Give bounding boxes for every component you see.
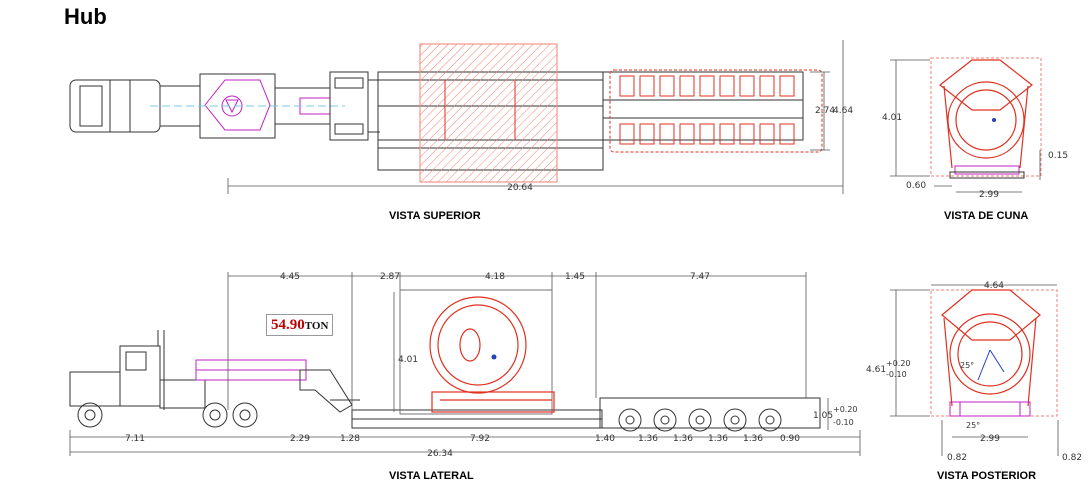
rear-dim-height-tol-plus: +0.20 [886, 359, 911, 368]
side-view: 4.45 2.87 4.18 1.45 7.47 4.01 1.05 +0.20… [69, 272, 861, 459]
top-cargo-pieces [609, 69, 823, 153]
side-dim-lower-9: 1.36 [743, 434, 763, 444]
label-side-view: VISTA LATERAL [389, 470, 474, 482]
rear-dim-right-offset: 0.82 [1062, 453, 1082, 463]
side-dim-lower-5: 1.40 [595, 434, 615, 444]
side-dim-upper-4: 1.45 [565, 272, 585, 282]
side-cargo-hub [399, 289, 555, 415]
page-title: Hub [64, 4, 107, 29]
side-dim-lower-10: 0.90 [780, 434, 800, 444]
label-rear-view: VISTA POSTERIOR [937, 470, 1037, 482]
weight-badge: 54.90TON [266, 314, 334, 336]
side-dim-lower-1: 7.11 [125, 434, 145, 444]
rear-dim-base-width: 2.99 [980, 434, 1000, 444]
rear-dim-height-tol-minus: -0.10 [886, 370, 907, 379]
side-dim-upper-5: 7.47 [690, 272, 710, 282]
label-cradle-view: VISTA DE CUNA [944, 210, 1029, 222]
cradle-dim-height: 4.01 [882, 113, 902, 123]
rear-dim-left-offset: 0.82 [947, 453, 967, 463]
rear-angle-upper: 25° [960, 361, 974, 370]
side-dim-upper-2: 2.87 [380, 272, 400, 282]
side-dim-lower-2: 2.29 [290, 434, 310, 444]
top-dim-load-width: 2.74 [815, 106, 835, 116]
weight-value: 54.90 [271, 317, 305, 333]
rear-dim-width: 4.64 [984, 281, 1004, 291]
label-top-view: VISTA SUPERIOR [389, 210, 481, 222]
cradle-dim-base-width: 2.99 [979, 190, 999, 200]
side-dim-total: 26.34 [427, 449, 453, 459]
cradle-dim-offset: 0.60 [906, 181, 926, 191]
rear-dim-height: 4.61 [866, 365, 886, 375]
top-load-zone [419, 43, 558, 183]
side-truck [69, 330, 307, 428]
weight-unit: TON [304, 320, 329, 332]
side-dim-load-height: 4.01 [398, 355, 418, 365]
rear-angle-lower: 25° [966, 421, 980, 430]
side-dim-deck-height: 1.05 [813, 411, 833, 421]
side-dim-deck-tol-minus: -0.10 [833, 418, 854, 427]
top-dim-total-width: 4.64 [833, 106, 853, 116]
side-dim-lower-4: 7.92 [470, 434, 490, 444]
cradle-dim-side-gap: 0.15 [1048, 151, 1068, 161]
rear-view: 4.64 4.61 +0.20 -0.10 25° 25° 2.99 0.82 … [866, 281, 1082, 463]
top-dim-length: 20.64 [507, 183, 533, 193]
side-dim-lower-7: 1.36 [673, 434, 693, 444]
side-dim-lower-6: 1.36 [638, 434, 658, 444]
side-dim-lower-3: 1.28 [340, 434, 360, 444]
cradle-view: 4.01 0.15 0.60 2.99 [882, 57, 1068, 200]
side-dim-lower-8: 1.36 [708, 434, 728, 444]
top-view: 20.64 2.74 4.64 [69, 40, 853, 194]
side-dim-deck-tol-plus: +0.20 [833, 405, 858, 414]
side-dim-upper-3: 4.18 [485, 272, 505, 282]
side-dim-upper-1: 4.45 [280, 272, 300, 282]
